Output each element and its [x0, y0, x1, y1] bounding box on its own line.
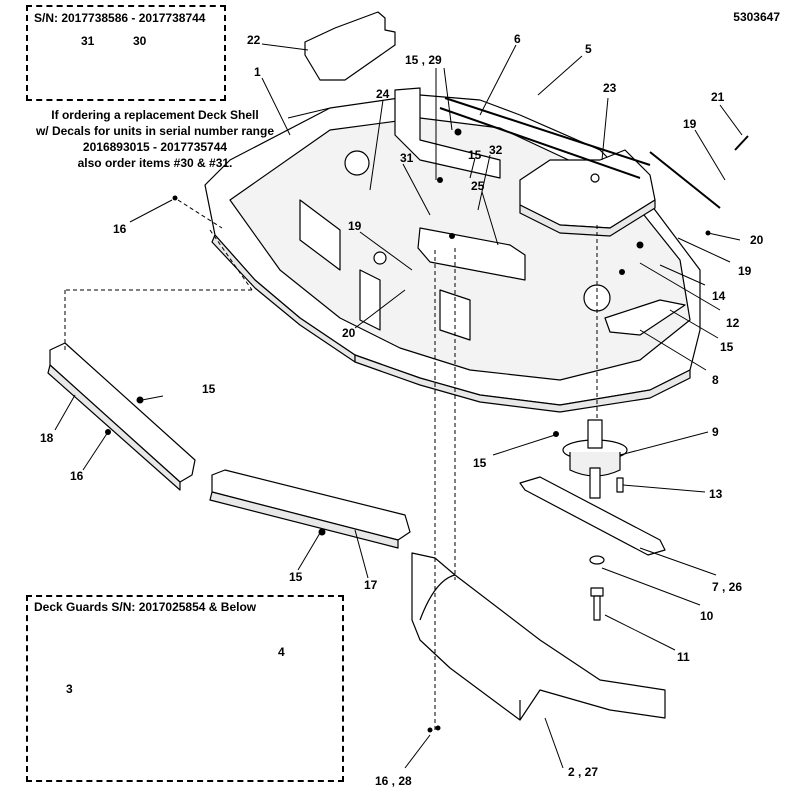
callout-17: 17: [364, 578, 378, 592]
bolt-11: [590, 587, 604, 621]
callout-32: 32: [489, 143, 503, 157]
callout-31: 31: [400, 151, 414, 165]
inset-label-31: 31: [81, 34, 95, 48]
callout-15: 15: [202, 382, 216, 396]
bracket-18: [47, 342, 196, 491]
serial-inset-box: [26, 5, 226, 101]
deck-guards-inset-box: [26, 595, 344, 782]
serial-inset-title: S/N: 2017738586 - 2017738744: [34, 11, 206, 25]
blade-7-26: [519, 476, 666, 556]
callout-25: 25: [471, 179, 485, 193]
callout-15: 15: [289, 570, 303, 584]
belt-cover-25: [417, 227, 526, 281]
callout-10: 10: [700, 609, 714, 623]
callout-9: 9: [712, 425, 719, 439]
callout-12: 12: [726, 316, 740, 330]
document-number: 5303647: [733, 10, 780, 24]
callout-8: 8: [712, 373, 719, 387]
deck-guard-22: [304, 11, 396, 81]
note-line: If ordering a replacement Deck Shell: [51, 108, 259, 122]
callout-19: 19: [683, 117, 697, 131]
callout-18: 18: [40, 431, 54, 445]
callout-1: 1: [254, 65, 261, 79]
callout-15-29: 15 , 29: [405, 53, 442, 67]
callout-20: 20: [342, 326, 356, 340]
bracket-17: [209, 469, 411, 549]
side-chute-2-27: [411, 552, 666, 721]
callout-6: 6: [514, 32, 521, 46]
washer-10: [589, 555, 605, 565]
callout-13: 13: [709, 487, 723, 501]
callout-16: 16: [113, 222, 127, 236]
callout-15: 15: [720, 340, 734, 354]
callout-23: 23: [603, 81, 617, 95]
callout-15: 15: [473, 456, 487, 470]
inset-label-30: 30: [133, 34, 147, 48]
callout-24: 24: [376, 87, 390, 101]
callout-20: 20: [750, 233, 764, 247]
replacement-note: If ordering a replacement Deck Shell w/ …: [25, 107, 285, 171]
callout-22: 22: [247, 33, 261, 47]
deck-guard-23: [519, 149, 656, 237]
callout-19: 19: [348, 219, 362, 233]
callout-11: 11: [677, 650, 690, 664]
spindle-9: [562, 419, 628, 499]
note-line: also order items #30 & #31.: [77, 156, 233, 170]
deck-guards-inset-title: Deck Guards S/N: 2017025854 & Below: [34, 600, 257, 614]
callout-21: 21: [711, 90, 725, 104]
callout-3: 3: [66, 682, 73, 696]
note-line: 2016893015 - 2017735744: [82, 140, 228, 154]
callout-16: 16: [70, 469, 84, 483]
callout-5: 5: [585, 42, 592, 56]
rear-bracket: [394, 87, 501, 179]
callout-7-26: 7 , 26: [712, 580, 743, 594]
callout-4: 4: [278, 645, 285, 659]
callout-19: 19: [738, 264, 752, 278]
callout-15: 15: [468, 148, 482, 162]
callout-14: 14: [712, 289, 726, 303]
deflector-8: [604, 299, 686, 336]
note-line: w/ Decals for units in serial number ran…: [35, 124, 275, 138]
callout-2-27: 2 , 27: [568, 765, 599, 779]
callout-16-28: 16 , 28: [375, 774, 412, 788]
